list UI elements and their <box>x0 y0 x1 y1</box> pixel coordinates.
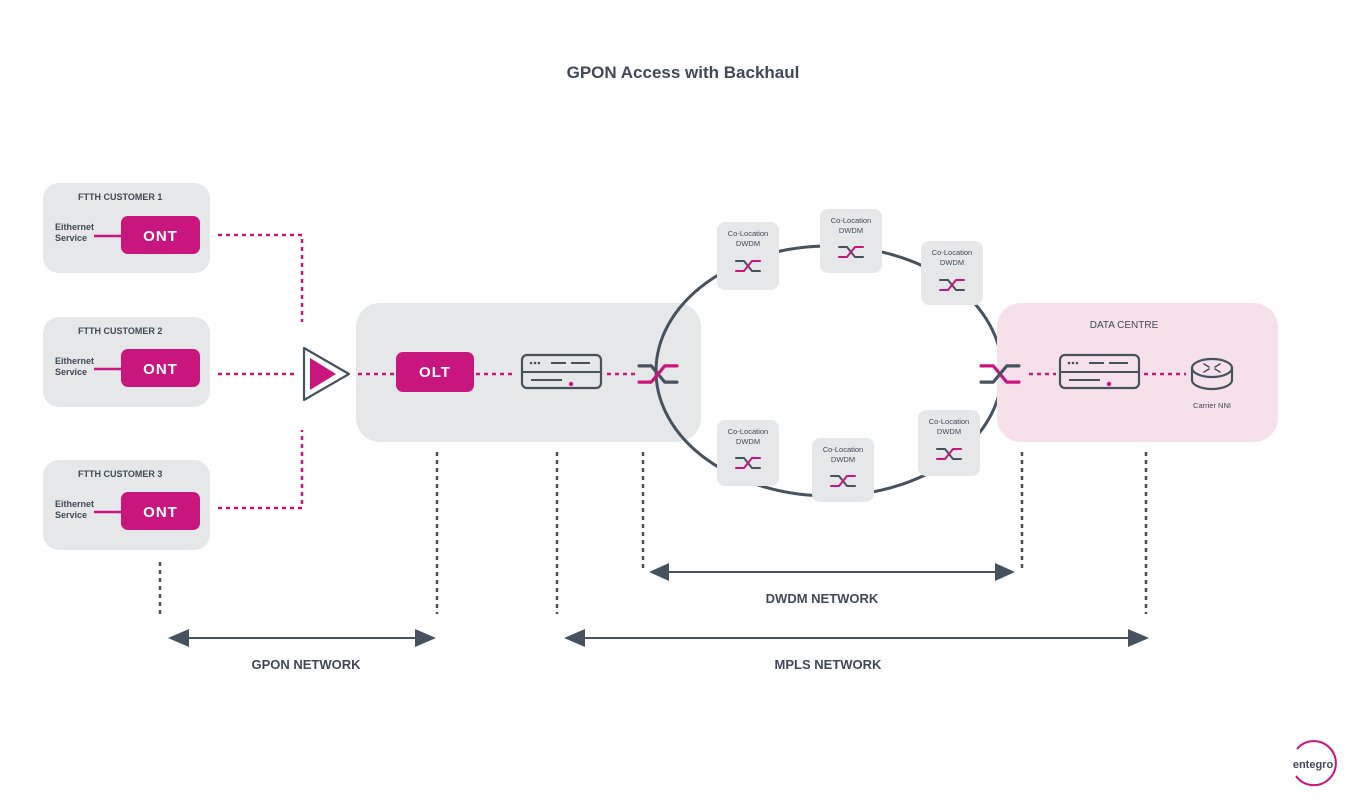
gpon-network-label: GPON NETWORK <box>251 657 361 672</box>
ont-fibre-links <box>218 233 304 510</box>
logo-text: entegro <box>1293 759 1334 771</box>
ont-2-label: ONT <box>143 361 178 378</box>
customer-1-service-line1: Eithernet <box>55 222 94 232</box>
ont-2-device <box>121 349 200 387</box>
mpls-network-label: MPLS NETWORK <box>775 657 882 672</box>
customer-2-label: FTTH CUSTOMER 2 <box>78 326 162 336</box>
switch-icon <box>520 353 603 390</box>
svg-text:Co-Location: Co-Location <box>728 229 768 238</box>
colocation-node-4: Co-Location DWDM <box>717 420 779 486</box>
entegro-logo: entegro <box>1293 740 1337 787</box>
colocation-node-6: Co-Location DWDM <box>918 410 980 476</box>
splitter-icon <box>302 346 351 402</box>
customer-1-service-line2: Service <box>55 233 87 243</box>
data-centre-label: DATA CENTRE <box>1090 320 1159 331</box>
svg-text:DWDM: DWDM <box>831 455 855 464</box>
colocation-node-3: Co-Location DWDM <box>921 241 983 305</box>
svg-text:Co-Location: Co-Location <box>932 248 972 257</box>
ont-3-label: ONT <box>143 504 178 521</box>
colocation-node-1: Co-Location DWDM <box>717 222 779 290</box>
customer-1-box: FTTH CUSTOMER 1 Eithernet Service ONT <box>43 183 210 273</box>
customer-2-service-line1: Eithernet <box>55 356 94 366</box>
olt-device <box>396 352 474 392</box>
ring-junction-left-icon <box>637 364 679 384</box>
customer-3-service-line1: Eithernet <box>55 499 94 509</box>
carrier-nni-label: Carrier NNI <box>1193 401 1231 410</box>
svg-text:DWDM: DWDM <box>937 427 961 436</box>
gpon-span-arrow <box>168 629 436 647</box>
diagram-title: GPON Access with Backhaul <box>567 63 800 82</box>
customer-3-service-line2: Service <box>55 510 87 520</box>
ont-3-device <box>121 492 200 530</box>
dwdm-span-arrow <box>649 563 1015 581</box>
colocation-node-5: Co-Location DWDM <box>812 438 874 502</box>
svg-text:DWDM: DWDM <box>736 437 760 446</box>
svg-text:Co-Location: Co-Location <box>823 445 863 454</box>
dwdm-network-label: DWDM NETWORK <box>766 591 879 606</box>
customer-3-box: FTTH CUSTOMER 3 Eithernet Service ONT <box>43 460 210 550</box>
mpls-span-arrow <box>564 629 1149 647</box>
customer-2-box: FTTH CUSTOMER 2 Eithernet Service ONT <box>43 317 210 407</box>
svg-text:DWDM: DWDM <box>940 258 964 267</box>
router-icon <box>1190 357 1234 391</box>
dc-switch-icon <box>1058 353 1141 390</box>
ring-junction-right-icon <box>979 364 1021 384</box>
svg-text:Co-Location: Co-Location <box>831 216 871 225</box>
customer-2-service-line2: Service <box>55 367 87 377</box>
ont-1-device <box>121 216 200 254</box>
svg-text:DWDM: DWDM <box>839 226 863 235</box>
colocation-node-2: Co-Location DWDM <box>820 209 882 273</box>
olt-label: OLT <box>419 364 451 381</box>
customer-3-label: FTTH CUSTOMER 3 <box>78 469 162 479</box>
ont-1-label: ONT <box>143 228 178 245</box>
svg-text:Co-Location: Co-Location <box>728 427 768 436</box>
svg-text:Co-Location: Co-Location <box>929 417 969 426</box>
svg-text:DWDM: DWDM <box>736 239 760 248</box>
customer-1-label: FTTH CUSTOMER 1 <box>78 192 162 202</box>
extent-guides <box>158 452 1148 614</box>
